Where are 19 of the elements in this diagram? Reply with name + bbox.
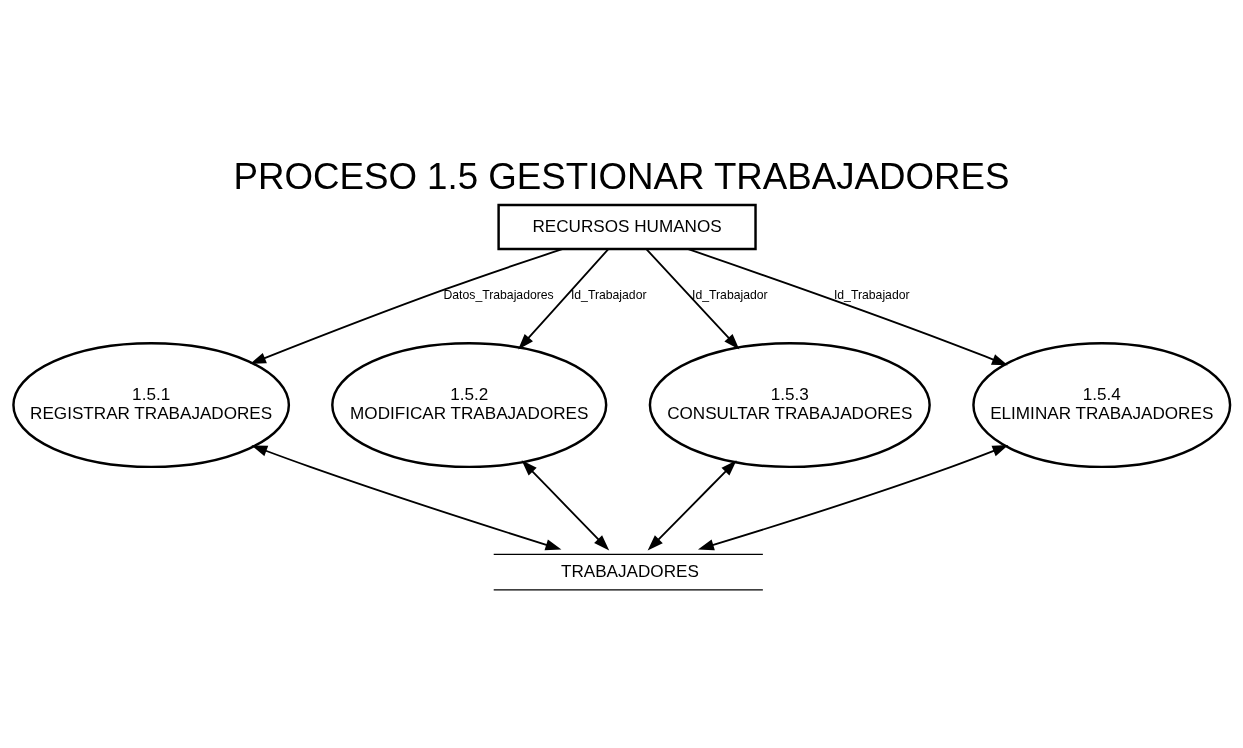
arrow bbox=[647, 459, 737, 551]
arrow bbox=[687, 247, 1008, 365]
edge-label: Id_Trabajador bbox=[570, 287, 647, 302]
node-ellipse: 1.5.3 CONSULTAR TRABAJADORES bbox=[648, 341, 931, 468]
edge-label: Id_Trabajador bbox=[692, 287, 768, 302]
diagram-title: PROCESO 1.5 GESTIONAR TRABAJADORES bbox=[233, 155, 1010, 197]
node-box: RECURSOS HUMANOS bbox=[497, 203, 757, 250]
arrow bbox=[521, 459, 610, 551]
arrow bbox=[250, 247, 564, 364]
node-ellipse: 1.5.4 ELIMINAR TRABAJADORES bbox=[972, 341, 1232, 468]
arrow bbox=[645, 247, 740, 349]
node-text: TRABAJADORES bbox=[561, 561, 699, 581]
arrow bbox=[518, 247, 610, 349]
node-ellipse: 1.5.2 MODIFICAR TRABAJADORES bbox=[331, 341, 608, 468]
arrow bbox=[697, 444, 1009, 550]
arrow bbox=[251, 444, 562, 550]
edge-label: Datos_Trabajadores bbox=[443, 287, 554, 302]
edge-label: Id_Trabajador bbox=[833, 287, 910, 302]
node-ellipse: 1.5.1 REGISTRAR TRABAJADORES bbox=[12, 341, 291, 468]
